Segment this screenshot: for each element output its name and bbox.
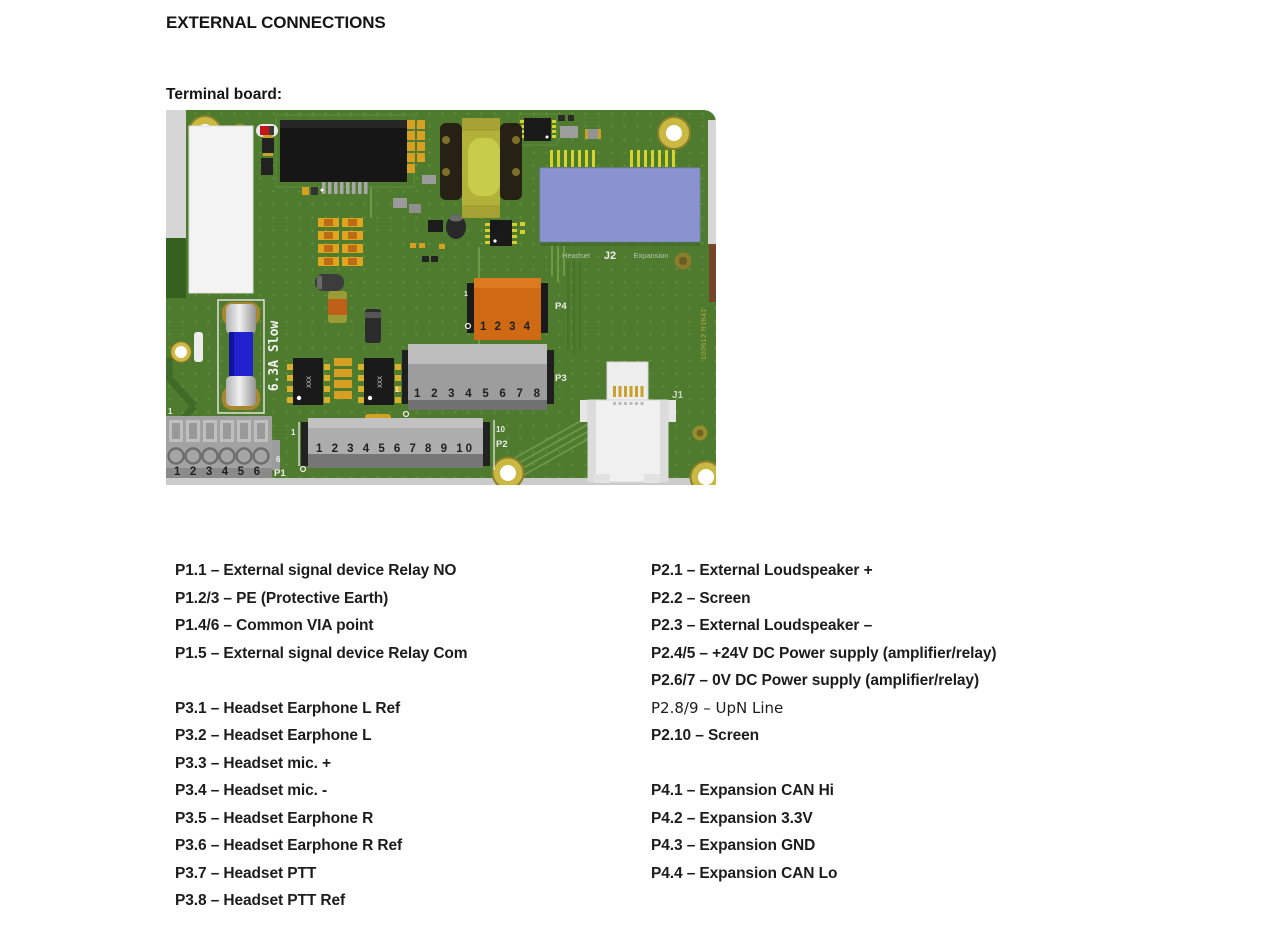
pin-description: P2.2 – Screen <box>651 589 751 607</box>
p2-first-pin-label: 1 <box>291 428 296 437</box>
p1-last-pin-label: 6 <box>276 455 281 464</box>
headset-zone-label: Headset <box>562 251 591 260</box>
p3-first-pin-label: 1 <box>395 387 399 394</box>
p2-connector: 1 2 3 4 5 6 7 8 9 10 1 10 P2 <box>291 414 508 473</box>
p1-label: P1 <box>274 468 286 479</box>
list-gap <box>175 667 467 695</box>
transformer <box>440 118 522 218</box>
pin-description: P2.3 – External Loudspeaker – <box>651 617 873 634</box>
pcb-render: XXX XXX 6.3A Slow Headset J2 <box>165 110 723 494</box>
p2-last-pin-label: 10 <box>496 425 505 434</box>
pin-description: P2.6/7 – 0V DC Power supply (amplifier/r… <box>651 672 980 689</box>
main-ic <box>280 120 407 195</box>
pin-description: P1.1 – External signal device Relay NO <box>175 562 457 579</box>
fuse-rating-label: 6.3A Slow <box>267 321 282 392</box>
board-serial-label: 100612 R1841 <box>701 308 708 360</box>
pin-description: P2.1 – External Loudspeaker + <box>651 562 873 579</box>
pin-description: P1.4/6 – Common VIA point <box>175 617 374 634</box>
pin-description: P3.1 – Headset Earphone L Ref <box>175 699 401 717</box>
j2-label: J2 <box>604 250 616 262</box>
p4-label: P4 <box>555 301 567 312</box>
pin-description: P3.8 – Headset PTT Ref <box>175 892 346 909</box>
pin-description: P3.2 – Headset Earphone L <box>175 727 372 744</box>
j1-label: J1 <box>672 390 684 401</box>
pin-description: P4.2 – Expansion 3.3V <box>651 809 813 827</box>
pin-description: P1.5 – External signal device Relay Com <box>175 644 468 662</box>
smd-components <box>393 120 466 262</box>
pin-description: P3.6 – Headset Earphone R Ref <box>175 837 403 854</box>
image-bottom-edge <box>166 478 716 485</box>
p3-label: P3 <box>555 373 567 384</box>
section-label-terminal-board: Terminal board: <box>166 86 282 103</box>
terminal-board-image: XXX XXX 6.3A Slow Headset J2 <box>165 110 723 494</box>
p3-connector: 1 2 3 4 5 6 7 8 1 P3 <box>395 344 567 418</box>
pin-description: P2.8/9 – UpN Line <box>651 698 784 717</box>
p4-first-pin-label: 1 <box>464 291 468 298</box>
p2-label: P2 <box>496 439 508 450</box>
driver-ics: XXX XXX <box>287 358 401 405</box>
pin-list-right: P2.1 – External Loudspeaker + P2.2 – Scr… <box>651 557 997 887</box>
fuse: 6.3A Slow <box>217 299 282 414</box>
ic-marking-text: XXX <box>307 376 313 388</box>
pin-description: P2.4/5 – +24V DC Power supply (amplifier… <box>651 644 997 662</box>
p1-terminal-block: 1 2 3 4 5 6 1 6 P1 <box>166 407 286 479</box>
pin-list-left: P1.1 – External signal device Relay NO P… <box>175 557 468 915</box>
list-gap <box>651 750 997 778</box>
p1-first-pin-label: 1 <box>168 407 173 416</box>
pin-description: P3.7 – Headset PTT <box>175 864 317 882</box>
j1-connector: J1 <box>580 361 684 483</box>
led-indicator <box>256 124 278 175</box>
pin-description: P3.5 – Headset Earphone R <box>175 809 374 827</box>
pin-description: P3.3 – Headset mic. + <box>175 754 332 772</box>
ic-marking-text: XXX <box>378 376 384 388</box>
pin-description: P4.4 – Expansion CAN Lo <box>651 864 838 882</box>
j2-connector: Headset J2 Expansion <box>539 150 701 262</box>
expansion-zone-label: Expansion <box>633 251 668 260</box>
p4-connector: 1 2 3 4 1 P4 <box>464 278 567 340</box>
pin-description: P3.4 – Headset mic. - <box>175 782 328 799</box>
pin-description: P4.1 – Expansion CAN Hi <box>651 782 834 799</box>
pin-description: P2.10 – Screen <box>651 727 760 744</box>
resistor-array <box>315 218 381 343</box>
p3-pin-numbers: 1 2 3 4 5 6 7 8 <box>414 388 541 400</box>
page-title: EXTERNAL CONNECTIONS <box>166 13 386 32</box>
pin-description: P4.3 – Expansion GND <box>651 837 816 854</box>
relay-component <box>188 125 254 294</box>
pin-description: P1.2/3 – PE (Protective Earth) <box>175 589 389 607</box>
p1-pin-numbers: 1 2 3 4 5 6 <box>174 466 260 478</box>
small-ic-mid <box>485 220 525 246</box>
